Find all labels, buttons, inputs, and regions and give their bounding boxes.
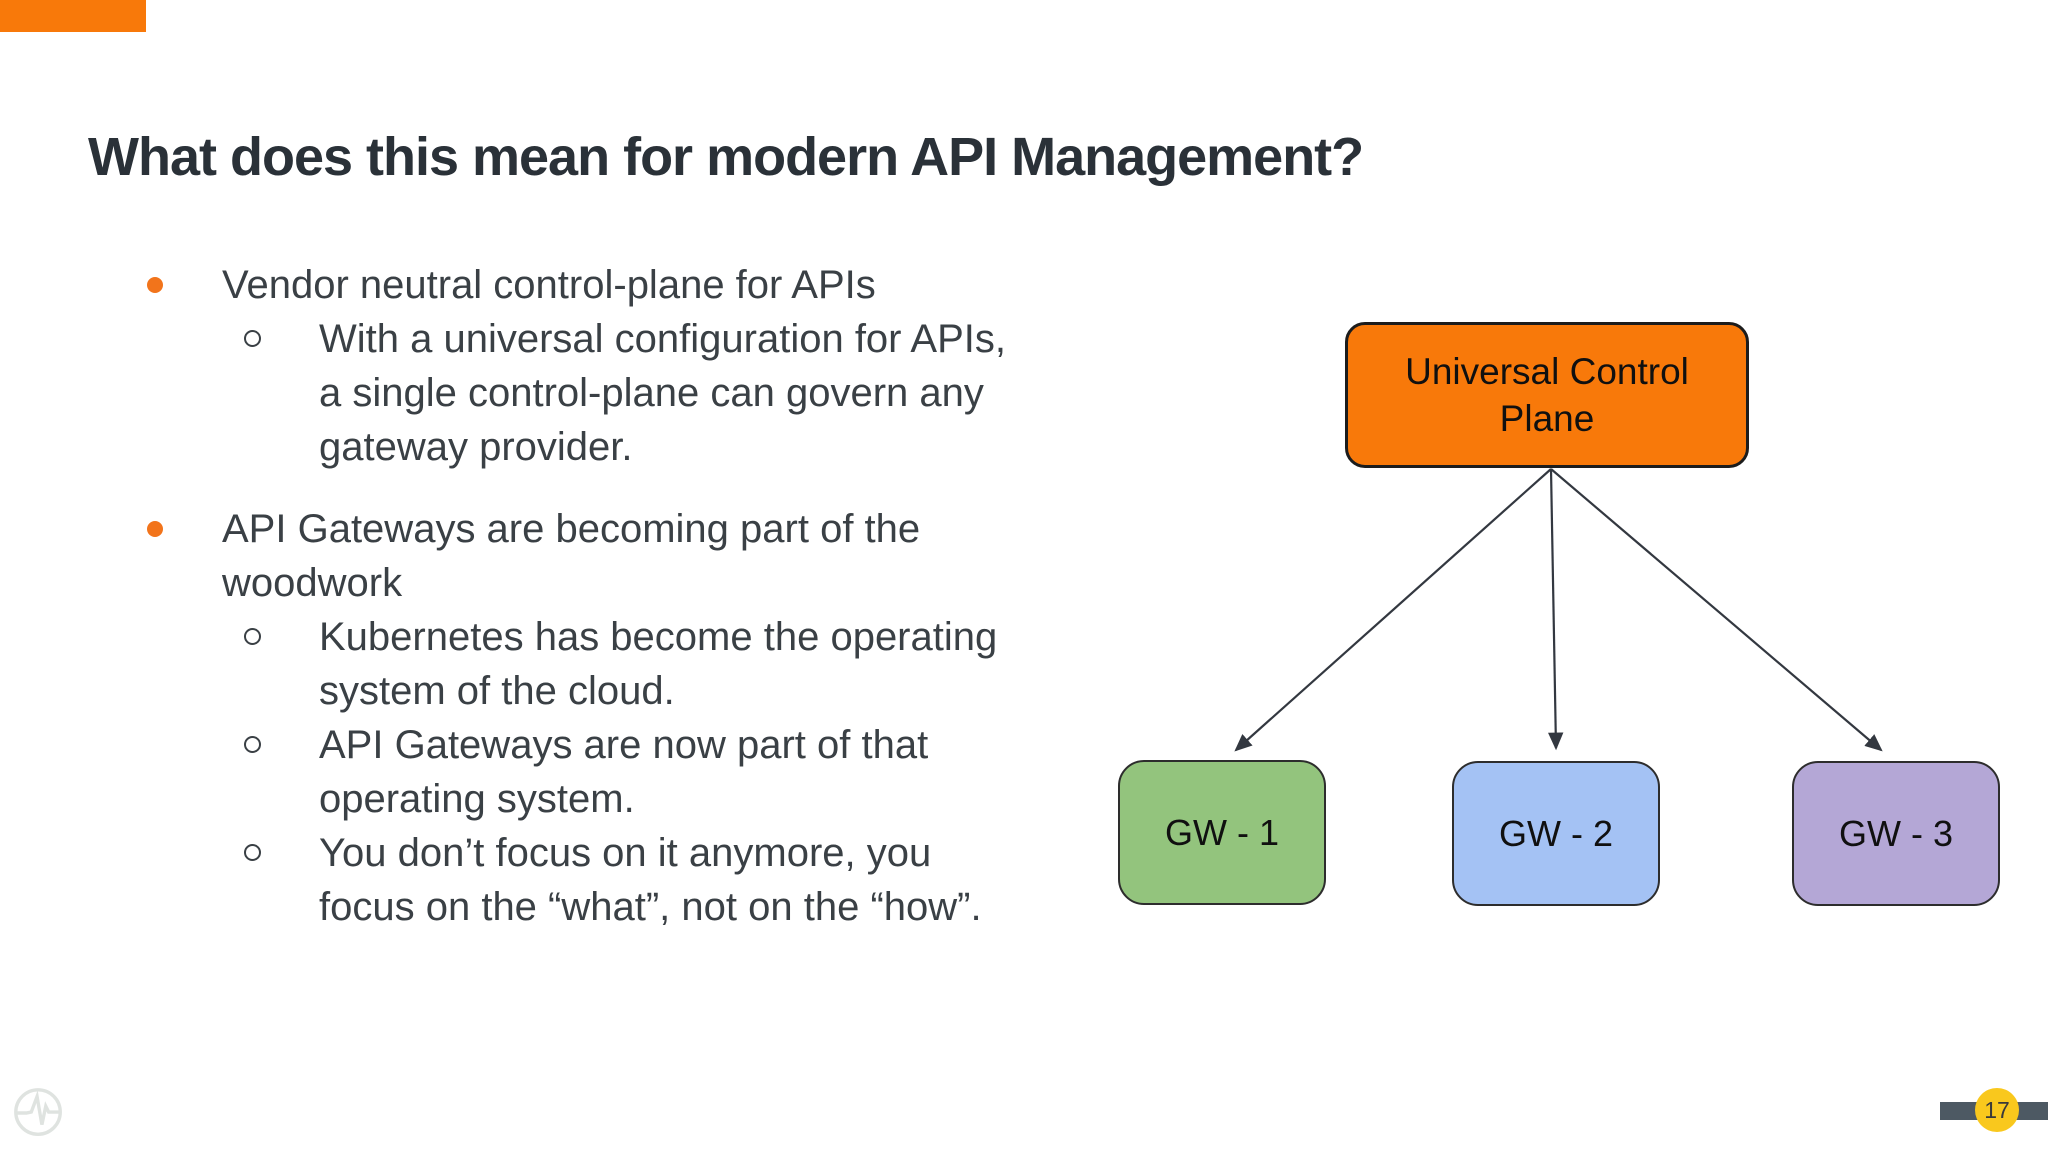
sub-bullet-item: API Gateways are now part of that operat… [244,718,1040,826]
bullet-item: API Gateways are becoming part of the wo… [140,502,1040,610]
sub-bullet-text: Kubernetes has become the operating syst… [319,615,998,713]
bullet-dot-icon [147,521,163,537]
universal-control-plane-node: Universal Control Plane [1345,322,1749,468]
open-circle-bullet-icon [244,736,261,753]
page-number: 17 [1984,1096,2010,1123]
node-label: GW - 3 [1839,812,1953,854]
bullet-text: API Gateways are becoming part of the wo… [222,507,921,605]
sub-bullet-text: With a universal configuration for APIs,… [319,317,1006,469]
bullet-dot-icon [147,277,163,293]
node-label: GW - 2 [1499,812,1613,854]
arrow-control-plane-to-gw3 [1550,468,1883,752]
node-label: Universal Control Plane [1405,350,1689,439]
arrow-control-plane-to-gw2 [1548,468,1564,751]
arrow-control-plane-to-gw1 [1234,468,1552,752]
gateway-3-node: GW - 3 [1792,761,2000,906]
gateway-1-node: GW - 1 [1118,760,1326,905]
page-number-badge: 17 [1975,1088,2019,1132]
node-label: GW - 1 [1165,811,1279,853]
sub-bullet-item: Kubernetes has become the operating syst… [244,610,1040,718]
open-circle-bullet-icon [244,628,261,645]
sub-bullet-item: With a universal configuration for APIs,… [244,312,1040,474]
sub-bullet-text: API Gateways are now part of that operat… [319,723,929,821]
bullet-text: Vendor neutral control-plane for APIs [222,263,876,307]
open-circle-bullet-icon [244,844,261,861]
accent-corner-bar [0,0,146,32]
pulse-logo-icon [14,1088,62,1136]
slide-title: What does this mean for modern API Manag… [88,127,1364,188]
open-circle-bullet-icon [244,330,261,347]
gateway-2-node: GW - 2 [1452,761,1660,906]
bullet-item: Vendor neutral control-plane for APIs [140,258,1040,312]
sub-bullet-text: You don’t focus on it anymore, you focus… [319,831,982,929]
sub-bullet-item: You don’t focus on it anymore, you focus… [244,826,1040,934]
bullet-list: Vendor neutral control-plane for APIs Wi… [140,258,1040,934]
